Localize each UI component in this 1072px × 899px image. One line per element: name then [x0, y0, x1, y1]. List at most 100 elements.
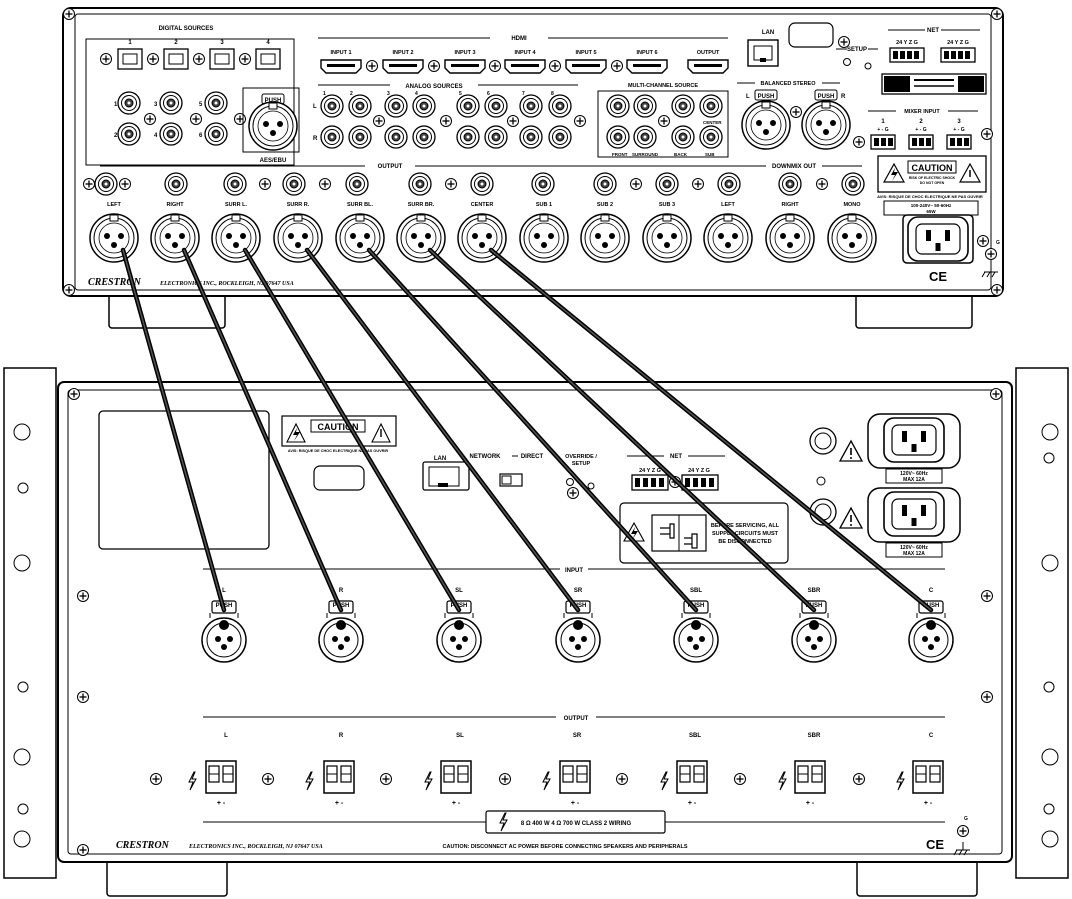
amp-servicing-1: BEFORE SERVICING, ALL — [711, 523, 780, 529]
amp-power-rating-2b: MAX 12A — [903, 551, 925, 557]
xlr-label-sub3: SUB 3 — [659, 202, 675, 208]
optical-label-2: 2 — [174, 40, 178, 46]
coax-label-1: 1 — [114, 102, 118, 108]
xlr-label-surr-bl: SURR BL. — [347, 202, 373, 208]
amp-in-label-c: C — [929, 588, 934, 594]
amp-pins-l: + - — [217, 800, 226, 807]
amp-lan-label: LAN — [434, 456, 446, 462]
mixer-num-1: 1 — [881, 119, 885, 125]
amp-out-label-l: L — [224, 733, 228, 739]
processor-setup: SETUP — [836, 35, 878, 70]
amp-pins-sbr: + - — [806, 800, 815, 807]
cable-surr-r-to-sr — [304, 247, 581, 613]
amp-caution-box: CAUTION AVIS: RISQUE DE CHOC ELECTRIQUE … — [281, 415, 397, 453]
amp-direct-label: DIRECT — [521, 454, 544, 460]
xlr-label-mono: MONO — [843, 202, 861, 208]
amp-in-label-r: R — [339, 588, 344, 594]
xlr-label-sub1: SUB 1 — [536, 202, 552, 208]
amp-pins-r: + - — [335, 800, 344, 807]
amp-override-setup: OVERRIDE / SETUP — [565, 454, 597, 500]
optical-label-4: 4 — [266, 40, 270, 46]
amp-in-label-l: L — [222, 588, 226, 594]
amp-chassis — [57, 381, 1013, 863]
processor-power-rating-1: 100-240V~ 50-60Hz — [911, 203, 952, 208]
amp-out-label-sbr: SBR — [808, 733, 821, 739]
processor-caution-title: CAUTION — [912, 163, 953, 173]
cables — [120, 247, 936, 630]
analog-num-8: 8 — [551, 91, 554, 97]
amp-power-rating-1a: 120V~ 60Hz — [900, 471, 928, 477]
processor-panel — [74, 13, 992, 291]
amp-output-channels: L R SL SR SBL SBR C + - + - + - + - + - … — [149, 733, 944, 807]
rack-holes-right — [1041, 423, 1059, 848]
coax-label-3: 3 — [154, 102, 158, 108]
mc-front-label: FRONT — [612, 152, 628, 157]
mixer-pins-1: + - G — [877, 127, 888, 133]
mixer-num-3: 3 — [957, 119, 961, 125]
processor-net-pins-1: 24 Y Z G — [896, 40, 918, 46]
multichannel-title: MULTI-CHANNEL SOURCE — [628, 83, 698, 89]
balanced-right-label: R — [841, 94, 846, 100]
digital-sources-block: DIGITAL SOURCES 1 2 3 — [85, 26, 295, 166]
cable-ends — [219, 620, 936, 630]
amplifier-unit: CAUTION AVIS: RISQUE DE CHOC ELECTRIQUE … — [3, 367, 1069, 897]
amp-pins-sl: + - — [452, 800, 461, 807]
amp-power-rating-1b: 120V~ 60Hz — [900, 545, 928, 551]
amp-input-header: INPUT — [203, 568, 945, 574]
processor-net-label: NET — [927, 28, 939, 34]
amp-disconnect-note: CAUTION: DISCONNECT AC POWER BEFORE CONN… — [443, 844, 688, 850]
amp-servicing-2: SUPPLY CIRCUITS MUST — [712, 531, 779, 537]
hdmi-label-1: INPUT 1 — [330, 50, 351, 56]
amp-foot-left — [106, 857, 228, 897]
processor-brand-sub: ELECTRONICS INC., ROCKLEIGH, NJ 07647 US… — [159, 281, 294, 287]
aes-label: AES/EBU — [260, 158, 287, 164]
amp-in-label-sl: SL — [455, 588, 463, 594]
amp-net-pins-2: 24 Y Z G — [688, 468, 710, 474]
analog-left-label: L — [313, 104, 317, 110]
amp-brand-sub: ELECTRONICS INC., ROCKLEIGH, NJ 07647 US… — [188, 844, 323, 850]
amp-output-header: OUTPUT — [203, 716, 945, 722]
amp-avis: AVIS: RISQUE DE CHOC ELECTRIQUE NE PAS O… — [288, 449, 389, 453]
hdmi-ports: INPUT 1 INPUT 2 INPUT 3 INPUT 4 INPUT 5 … — [320, 50, 729, 74]
xlr-label-downmix-right: RIGHT — [781, 202, 799, 208]
optical-inputs: 1 2 3 4 — [99, 40, 281, 70]
amp-power-rating-2a: MAX 12A — [903, 477, 925, 483]
amp-network-switch: NETWORK DIRECT — [470, 454, 544, 487]
amp-out-label-r: R — [339, 733, 344, 739]
amp-label-area — [98, 410, 270, 550]
mixer-num-2: 2 — [919, 119, 923, 125]
hdmi-label-4: INPUT 4 — [514, 50, 536, 56]
amp-in-label-sr: SR — [574, 588, 583, 594]
amp-foot-right — [856, 857, 978, 897]
rack-ear-right — [1015, 367, 1069, 879]
mc-sub-label: SUB — [705, 152, 715, 157]
amp-override-label-2: SETUP — [572, 461, 591, 467]
coax-label-6: 6 — [199, 133, 203, 139]
xlr-label-center: CENTER — [471, 202, 494, 208]
processor-unit: DIGITAL SOURCES 1 2 3 — [62, 7, 1004, 329]
amp-pins-c: + - — [924, 800, 933, 807]
processor-brand: CRESTRON ELECTRONICS INC., ROCKLEIGH, NJ… — [88, 277, 294, 288]
balanced-left-push: PUSH — [758, 94, 775, 100]
processor-brand-logo: CRESTRON — [88, 277, 142, 288]
balanced-stereo-title: BALANCED STEREO — [760, 81, 816, 87]
downmix-title: DOWNMIX OUT — [772, 164, 816, 170]
amp-lan-port: LAN — [422, 456, 470, 491]
processor-label-window — [788, 22, 834, 48]
amp-wiring-note: 8 Ω 400 W 4 Ω 700 W CLASS 2 WIRING — [203, 810, 945, 834]
xlr-output-labels: LEFT RIGHT SURR L. SURR R. SURR BL. SURR… — [107, 202, 861, 208]
processor-lan-label: LAN — [762, 30, 774, 36]
balanced-right-push: PUSH — [818, 94, 835, 100]
amp-pins-sr: + - — [571, 800, 580, 807]
amp-out-label-sbl: SBL — [689, 733, 701, 739]
xlr-label-right: RIGHT — [166, 202, 184, 208]
processor-lan-port: LAN — [747, 22, 834, 67]
analog-num-3: 3 — [387, 91, 390, 97]
hdmi-label-3: INPUT 3 — [454, 50, 475, 56]
amp-brand: CRESTRON ELECTRONICS INC., ROCKLEIGH, NJ… — [116, 816, 971, 856]
amp-input-title: INPUT — [565, 568, 583, 574]
processor-setup-label: SETUP — [847, 47, 867, 53]
mc-back-label: BACK — [674, 152, 688, 157]
analog-num-6: 6 — [487, 91, 490, 97]
xlr-label-downmix-left: LEFT — [721, 202, 735, 208]
